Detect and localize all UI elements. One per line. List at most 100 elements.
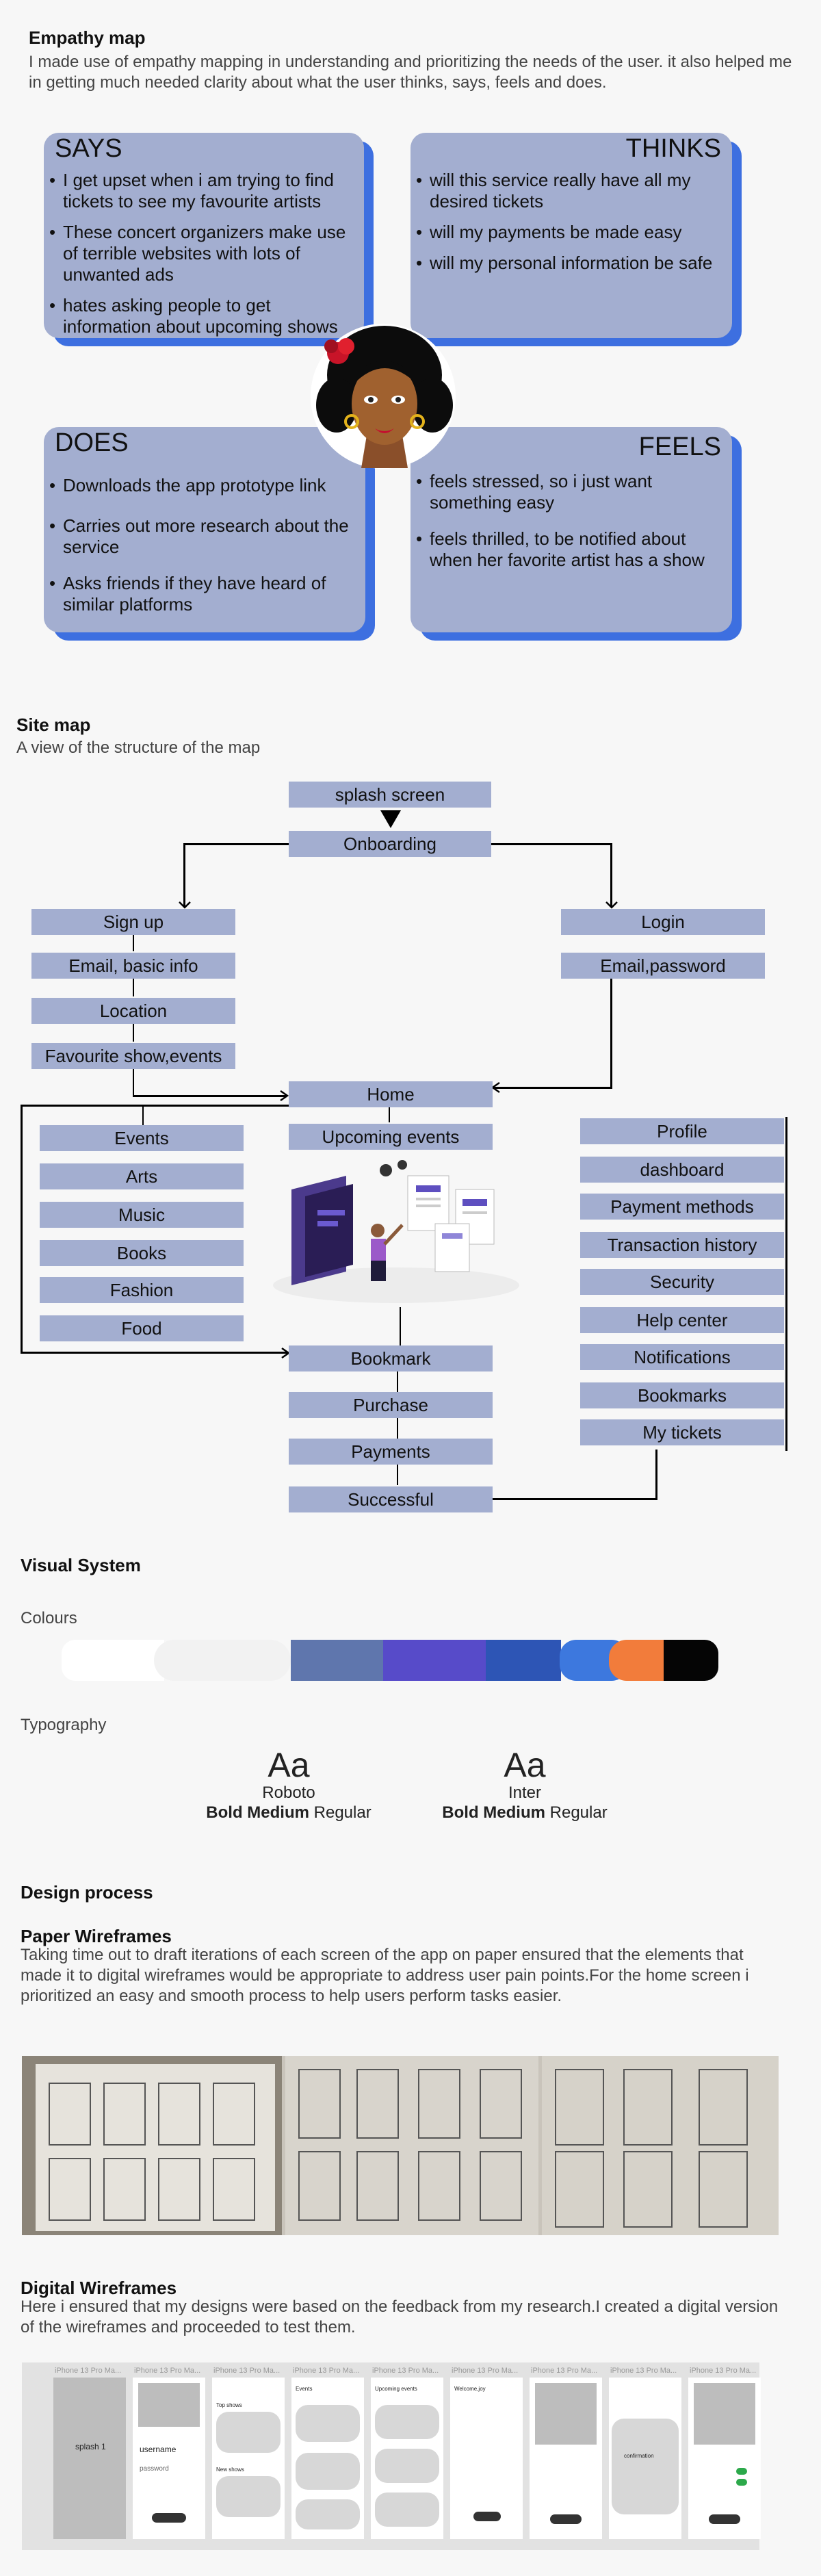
sitemap-category: Events <box>40 1125 244 1151</box>
wireframe-home: Top shows New shows <box>212 2378 285 2539</box>
feels-list: feels stressed, so i just want something… <box>413 471 714 580</box>
colour-palette <box>62 1640 718 1681</box>
sitemap-category: Fashion <box>40 1277 244 1303</box>
colour-swatch <box>291 1640 383 1681</box>
sitemap-node-login: Login <box>561 909 765 935</box>
arrow-down-icon <box>179 901 191 909</box>
says-item: These concert organizers make use of ter… <box>47 222 354 285</box>
font-inter: Aa Inter Bold Medium Regular <box>432 1747 617 1823</box>
frame-label: iPhone 13 Pro Ma... <box>690 2367 757 2375</box>
sitemap-flow-node: Bookmark <box>289 1345 493 1371</box>
does-card: DOES Downloads the app prototype link Ca… <box>44 427 365 632</box>
sitemap-node-signup: Sign up <box>31 909 235 935</box>
font-weight-regular: Regular <box>313 1803 372 1822</box>
frame-label: iPhone 13 Pro Ma... <box>452 2367 519 2375</box>
paper-wireframes-photo <box>22 2056 779 2235</box>
wireframe-profile: Welcome,joy <box>450 2378 523 2539</box>
sitemap-flow-node: Purchase <box>289 1392 493 1418</box>
sitemap-title: Site map <box>16 714 91 735</box>
confirmation-label: confirmation <box>624 2453 654 2459</box>
sitemap-node-onboarding: Onboarding <box>289 831 491 857</box>
upcoming-label: Upcoming events <box>375 2386 417 2392</box>
thinks-item: will my payments be made easy <box>413 222 714 243</box>
sitemap-node-location: Location <box>31 998 235 1024</box>
wireframe-ticket <box>530 2378 602 2539</box>
sitemap-subtitle: A view of the structure of the map <box>16 738 261 757</box>
sitemap-profile-item: Security <box>580 1269 784 1295</box>
wireframe-upcoming: Upcoming events <box>371 2378 443 2539</box>
font-weight-bold: Bold <box>442 1803 479 1822</box>
sitemap-category: Books <box>40 1240 244 1266</box>
colour-swatch <box>383 1640 486 1681</box>
digital-wireframes-title: Digital Wireframes <box>21 2278 177 2298</box>
font-name: Inter <box>508 1783 542 1802</box>
colours-label: Colours <box>21 1609 77 1627</box>
wireframe-splash: splash 1 <box>53 2378 126 2539</box>
welcome-label: Welcome,joy <box>454 2386 486 2392</box>
font-roboto: Aa Roboto Bold Medium Regular <box>200 1747 378 1823</box>
colour-swatch <box>486 1640 561 1681</box>
sitemap-profile-item: Bookmarks <box>580 1382 784 1408</box>
sitemap-profile-item: dashboard <box>580 1157 784 1183</box>
sitemap-profile-item: Help center <box>580 1307 784 1333</box>
font-weight-medium: Medium <box>247 1803 309 1822</box>
says-card: SAYS I get upset when i am trying to fin… <box>44 133 364 338</box>
font-sample: Aa <box>268 1746 310 1784</box>
frame-label: iPhone 13 Pro Ma... <box>531 2367 598 2375</box>
empathy-intro: I made use of empathy mapping in underst… <box>29 53 792 92</box>
says-item: hates asking people to get information a… <box>47 295 354 337</box>
sitemap-node-email-basic: Email, basic info <box>31 953 235 979</box>
sitemap-node-favourite: Favourite show,events <box>31 1043 235 1069</box>
font-weight-bold: Bold <box>206 1803 243 1822</box>
sitemap-category: Arts <box>40 1163 244 1189</box>
feels-item: feels stressed, so i just want something… <box>413 471 714 513</box>
empathy-title: Empathy map <box>29 27 146 48</box>
font-sample: Aa <box>504 1746 546 1784</box>
login-button <box>152 2513 186 2523</box>
typography-label: Typography <box>21 1716 107 1734</box>
does-item: Downloads the app prototype link <box>47 475 354 496</box>
thinks-item: will my personal information be safe <box>413 253 714 274</box>
wireframe-login: username password <box>133 2378 205 2539</box>
thinks-list: will this service really have all my des… <box>413 170 714 283</box>
visual-title: Visual System <box>21 1555 141 1575</box>
does-item: Asks friends if they have heard of simil… <box>47 573 354 615</box>
feels-title: FEELS <box>638 433 721 461</box>
username-label: username <box>140 2445 177 2454</box>
says-title: SAYS <box>55 134 122 163</box>
thinks-item: will this service really have all my des… <box>413 170 714 212</box>
frame-label: iPhone 13 Pro Ma... <box>293 2367 360 2375</box>
sitemap-node-upcoming: Upcoming events <box>289 1124 493 1150</box>
persona-avatar <box>311 324 456 469</box>
digital-wireframes-board: iPhone 13 Pro Ma... splash 1 iPhone 13 P… <box>22 2362 761 2550</box>
frame-label: iPhone 13 Pro Ma... <box>610 2367 677 2375</box>
events-label: Events <box>296 2386 313 2392</box>
sitemap-category: Food <box>40 1315 244 1341</box>
sitemap-profile-item: Transaction history <box>580 1232 784 1258</box>
sitemap-node-splash: splash screen <box>289 782 491 808</box>
says-list: I get upset when i am trying to find tic… <box>47 170 354 347</box>
frame-label: iPhone 13 Pro Ma... <box>372 2367 439 2375</box>
new-shows-label: New shows <box>216 2466 244 2473</box>
design-title: Design process <box>21 1882 153 1903</box>
does-item: Carries out more research about the serv… <box>47 515 354 558</box>
font-name: Roboto <box>262 1783 315 1802</box>
frame-label: iPhone 13 Pro Ma... <box>213 2367 281 2375</box>
colour-swatch <box>154 1640 291 1681</box>
arrow-right-icon <box>280 1090 289 1102</box>
thinks-card: THINKS will this service really have all… <box>410 133 732 338</box>
sitemap-profile-item: Notifications <box>580 1344 784 1370</box>
colour-swatch <box>62 1640 164 1681</box>
sitemap-flow-node: Payments <box>289 1439 493 1465</box>
sitemap-category: Music <box>40 1202 244 1228</box>
sitemap-profile-item: Profile <box>580 1118 784 1144</box>
wireframe-tickets-list <box>688 2378 761 2539</box>
sitemap-profile-item: Payment methods <box>580 1194 784 1220</box>
splash-label: splash 1 <box>75 2442 106 2451</box>
arrow-down-icon <box>605 901 618 909</box>
frame-label: iPhone 13 Pro Ma... <box>134 2367 201 2375</box>
arrow-left-icon <box>491 1081 500 1094</box>
wireframe-confirmation: confirmation <box>609 2378 681 2539</box>
frame-label: iPhone 13 Pro Ma... <box>55 2367 122 2375</box>
password-label: password <box>140 2465 169 2473</box>
